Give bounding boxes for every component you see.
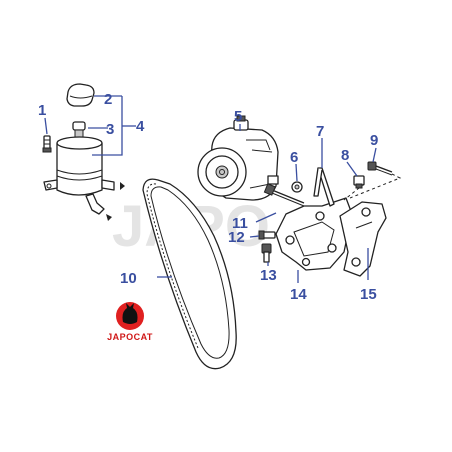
reservoir-tank — [43, 136, 115, 215]
callout-2: 2 — [104, 91, 112, 108]
adjust-rod-part-7 — [313, 167, 335, 207]
cat-icon — [122, 303, 138, 324]
callout-4: 4 — [136, 118, 145, 135]
nut-part-8 — [353, 175, 365, 189]
washer-part-6 — [291, 181, 303, 193]
callout-9: 9 — [370, 132, 378, 149]
japocat-logo: JAPOCAT — [107, 302, 153, 342]
logo-text: JAPOCAT — [107, 332, 153, 342]
callout-3: 3 — [106, 121, 114, 138]
callout-12: 12 — [228, 229, 245, 246]
leader-11 — [255, 212, 277, 223]
leader-6 — [295, 163, 298, 182]
bolt-part-11 — [263, 183, 305, 207]
flow-arrow-icon — [106, 214, 112, 221]
callout-7: 7 — [316, 123, 324, 140]
callout-8: 8 — [341, 147, 349, 164]
callout-10: 10 — [120, 270, 137, 287]
bracket-part-15 — [339, 201, 387, 277]
callout-5: 5 — [234, 108, 242, 125]
bolt-part-13 — [261, 243, 272, 263]
leader-8 — [346, 161, 358, 177]
flow-arrow-icon — [120, 182, 125, 190]
drive-belt — [142, 178, 237, 370]
callout-13: 13 — [260, 267, 277, 284]
bolt-part-1 — [42, 135, 52, 153]
callout-15: 15 — [360, 286, 377, 303]
reservoir-assembly — [42, 83, 125, 221]
leader-9 — [372, 147, 377, 163]
leader-12 — [249, 235, 260, 238]
leaders-reservoir — [44, 95, 136, 156]
bolt-part-9 — [367, 161, 393, 176]
reservoir-cap — [66, 83, 95, 107]
callout-14: 14 — [290, 286, 307, 303]
callout-6: 6 — [290, 149, 298, 166]
bolt-part-12 — [258, 230, 276, 240]
bracket-part-14 — [275, 197, 353, 271]
callout-1: 1 — [38, 102, 46, 119]
power-steering-pump — [197, 115, 279, 201]
callout-11: 11 — [232, 215, 248, 232]
